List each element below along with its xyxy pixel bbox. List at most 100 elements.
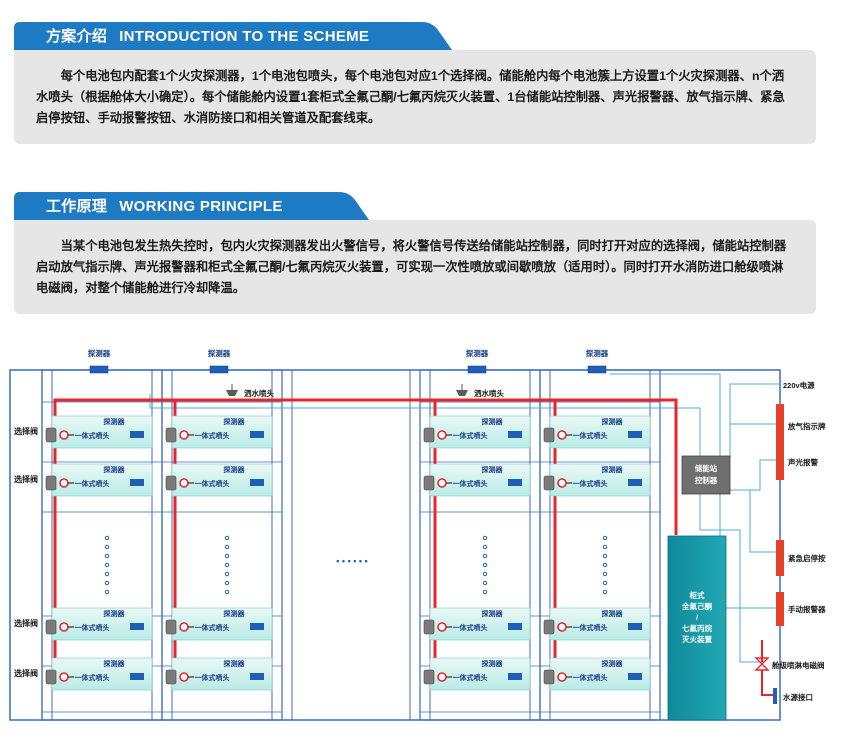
sprinkler-label: 洒水喷头 — [474, 388, 504, 398]
solenoid-valve-icon — [754, 657, 770, 671]
ellipsis-dot — [482, 589, 488, 595]
pack-detector-label: 探测器 — [482, 417, 504, 426]
manual-alarm-icon — [776, 592, 784, 626]
pack-detector-icon — [130, 673, 144, 680]
nozzle-icon — [179, 478, 189, 488]
ellipsis-dot — [224, 544, 230, 550]
agent-pipe-main — [53, 398, 678, 690]
section-body: 每个电池包内配套1个火灾探测器，1个电池包喷头，每个电池包对应1个选择阀。储能舱… — [36, 69, 785, 125]
pack-detector-icon — [250, 673, 264, 680]
controller-box — [681, 455, 731, 495]
sound-light-alarm-icon — [776, 444, 784, 480]
ellipsis-dot — [224, 571, 230, 577]
selector-valve-icon — [543, 475, 555, 491]
discharge-sign-icon — [776, 404, 784, 448]
pack-detector-icon — [628, 673, 642, 680]
pack-nozzle-label: 一体式喷头 — [573, 431, 608, 440]
pack-nozzle-label: 一体式喷头 — [195, 673, 230, 682]
ellipsis-dot — [482, 580, 488, 586]
selector-valve-icon — [543, 619, 555, 635]
ellipsis-dot — [224, 589, 230, 595]
top-detector-icon — [209, 365, 229, 374]
nozzle-icon — [557, 672, 567, 682]
signal-wire — [610, 373, 721, 460]
ellipsis-dot — [602, 571, 608, 577]
selector-valve-icon — [423, 427, 435, 443]
ellipsis-dot — [104, 535, 110, 541]
ellipsis-dot — [104, 553, 110, 559]
selector-valve-icon — [45, 619, 57, 635]
ellipsis-dot — [602, 553, 608, 559]
pack-detector-icon — [628, 431, 642, 438]
water-inlet-icon — [773, 688, 777, 704]
ellipsis-dot — [602, 562, 608, 568]
selector-valve-icon — [45, 669, 57, 685]
ellipsis-dot — [482, 544, 488, 550]
controller-label: 控制器 — [695, 475, 718, 485]
water-inlet-label: 水源接口 — [783, 692, 813, 702]
pack-detector-label: 探测器 — [482, 465, 504, 474]
section-title-en: INTRODUCTION TO THE SCHEME — [119, 28, 370, 45]
tab-shape — [14, 22, 452, 50]
signal-wire — [730, 489, 780, 553]
emergency-stop-icon — [776, 540, 784, 576]
pack-detector-label: 探测器 — [104, 609, 126, 618]
sprinkler-label: 洒水喷头 — [244, 388, 274, 398]
nozzle-icon — [179, 672, 189, 682]
selector-valve-icon — [423, 619, 435, 635]
ellipsis-dot — [602, 580, 608, 586]
pack-detector-label: 探测器 — [602, 465, 624, 474]
pack-nozzle-label: 一体式喷头 — [195, 431, 230, 440]
pack-detector-label: 探测器 — [602, 659, 624, 668]
pack-detector-label: 探测器 — [104, 417, 126, 426]
ellipsis-dot — [602, 544, 608, 550]
ellipsis-dot — [482, 535, 488, 541]
extinguisher-cabinet — [667, 535, 727, 721]
selector-valve-icon — [423, 475, 435, 491]
selector-valve-icon — [423, 669, 435, 685]
pack-nozzle-label: 一体式喷头 — [573, 673, 608, 682]
pack-detector-label: 探测器 — [602, 417, 624, 426]
selector-valve-icon — [45, 427, 57, 443]
ellipsis-dot — [482, 571, 488, 577]
nozzle-icon — [437, 478, 447, 488]
nozzle-icon — [437, 622, 447, 632]
pack-nozzle-label: 一体式喷头 — [195, 623, 230, 632]
selector-valve-icon — [165, 619, 177, 635]
signal-wire — [729, 423, 780, 460]
section-body: 当某个电池包发生热失控时，包内火灾探测器发出火警信号，将火警信号传送给储能站控制… — [36, 239, 787, 295]
pack-detector-label: 探测器 — [104, 659, 126, 668]
pack-detector-icon — [130, 431, 144, 438]
ellipsis-dot — [104, 571, 110, 577]
nozzle-icon — [59, 478, 69, 488]
top-detector-label: 探测器 — [88, 348, 111, 358]
top-detector-label: 探测器 — [208, 348, 231, 358]
nozzle-icon — [179, 430, 189, 440]
solenoid-valve-label: 舱级喷淋电磁阀 — [772, 660, 825, 670]
nozzle-icon — [557, 478, 567, 488]
selector-valve-icon — [165, 427, 177, 443]
pack-nozzle-label: 一体式喷头 — [453, 479, 488, 488]
nozzle-icon — [179, 622, 189, 632]
signal-wire — [699, 490, 760, 663]
pack-nozzle-label: 一体式喷头 — [75, 479, 110, 488]
emergency-stop-label: 紧急启停按 — [788, 553, 826, 563]
pack-nozzle-label: 一体式喷头 — [75, 431, 110, 440]
water-pipe — [761, 670, 775, 696]
pack-detector-icon — [130, 623, 144, 630]
selector-valve-icon — [165, 669, 177, 685]
selector-valve-icon — [543, 669, 555, 685]
section-title-cn: 方案介绍 — [46, 28, 108, 45]
ellipsis-dot — [224, 562, 230, 568]
pack-nozzle-label: 一体式喷头 — [573, 479, 608, 488]
pack-detector-icon — [130, 479, 144, 486]
selector-valve-icon — [45, 475, 57, 491]
pack-detector-label: 探测器 — [602, 609, 624, 618]
selector-valve-icon — [543, 427, 555, 443]
pack-detector-label: 探测器 — [224, 465, 246, 474]
pack-detector-label: 探测器 — [224, 417, 246, 426]
section-title-cn: 工作原理 — [46, 198, 108, 215]
sound-light-alarm-label: 声光报警 — [787, 457, 818, 467]
extinguisher-label: 灭火装置 — [682, 634, 712, 644]
